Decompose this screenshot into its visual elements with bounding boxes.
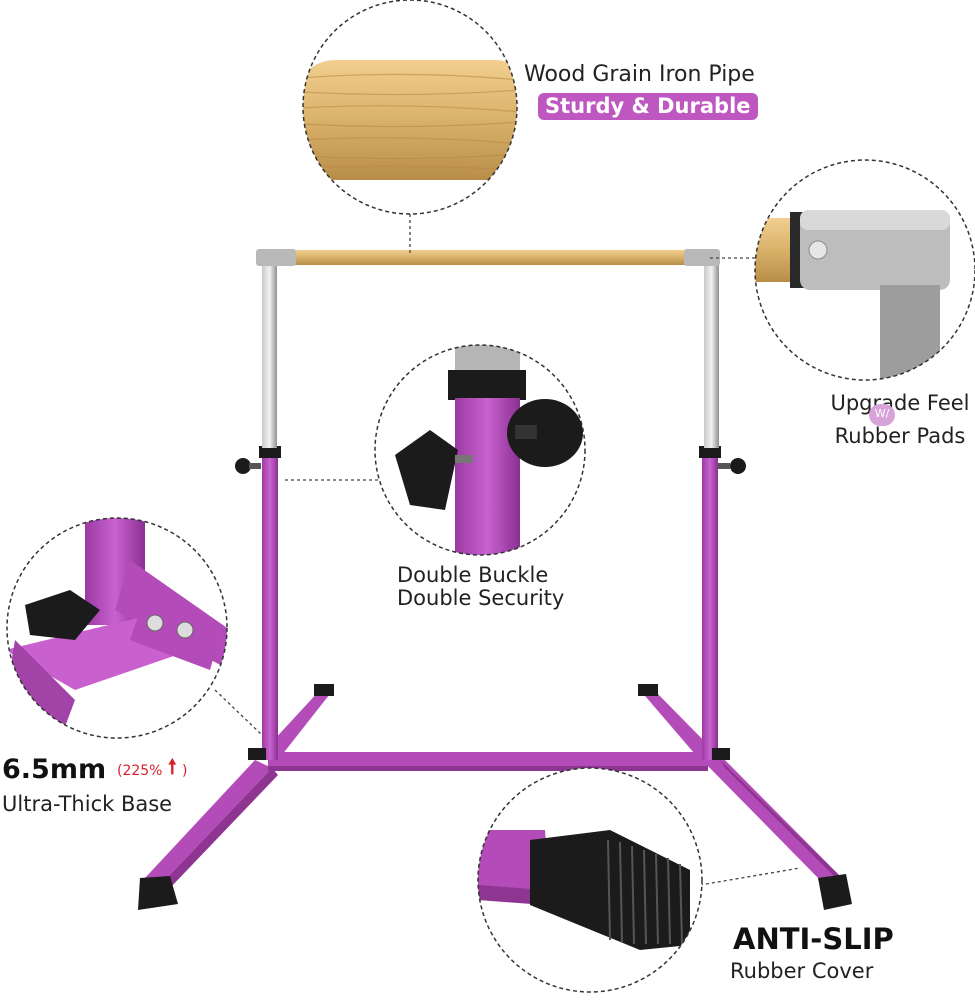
foot-cap [138, 876, 178, 910]
wood-bar [275, 250, 689, 265]
base-zoom [6, 517, 228, 739]
left-steel-post [262, 262, 277, 448]
right-rear-foot [640, 688, 715, 760]
up-arrow-icon: 🠕 [168, 754, 177, 778]
buckle-line1: Double Buckle [397, 563, 549, 587]
buckle-line2: Double Security [397, 586, 565, 610]
base-percent-close: ) [182, 763, 188, 779]
rubber-pads-line2: Rubber Pads [834, 424, 966, 448]
antislip-title: ANTI-SLIP [733, 922, 894, 956]
left-rear-foot [260, 690, 333, 760]
right-steel-post [704, 262, 719, 448]
foot-cap [818, 874, 852, 910]
wood-pipe-title: Wood Grain Iron Pipe [524, 62, 755, 87]
base-percent: (225% [117, 763, 163, 779]
left-front-foot [145, 760, 272, 880]
left-upright [262, 455, 278, 760]
end-cap-zoom [754, 159, 975, 381]
rubber-foot-zoom [477, 767, 703, 993]
buckle-zoom [374, 344, 586, 556]
right-front-foot [702, 755, 840, 882]
base-thickness: 6.5mm [2, 754, 107, 785]
right-upright [702, 455, 718, 760]
base-description: Ultra-Thick Base [2, 792, 173, 816]
antislip-subtitle: Rubber Cover [730, 959, 874, 983]
bar-frame [138, 249, 852, 910]
sturdy-badge: Sturdy & Durable [538, 93, 758, 121]
rubber-pads-line1: Upgrade Feel [830, 391, 970, 415]
with-mark: W/ [869, 404, 895, 426]
base-crossbar [268, 752, 708, 770]
leader-lines [214, 214, 801, 886]
wood-pipe-zoom [302, 0, 518, 215]
